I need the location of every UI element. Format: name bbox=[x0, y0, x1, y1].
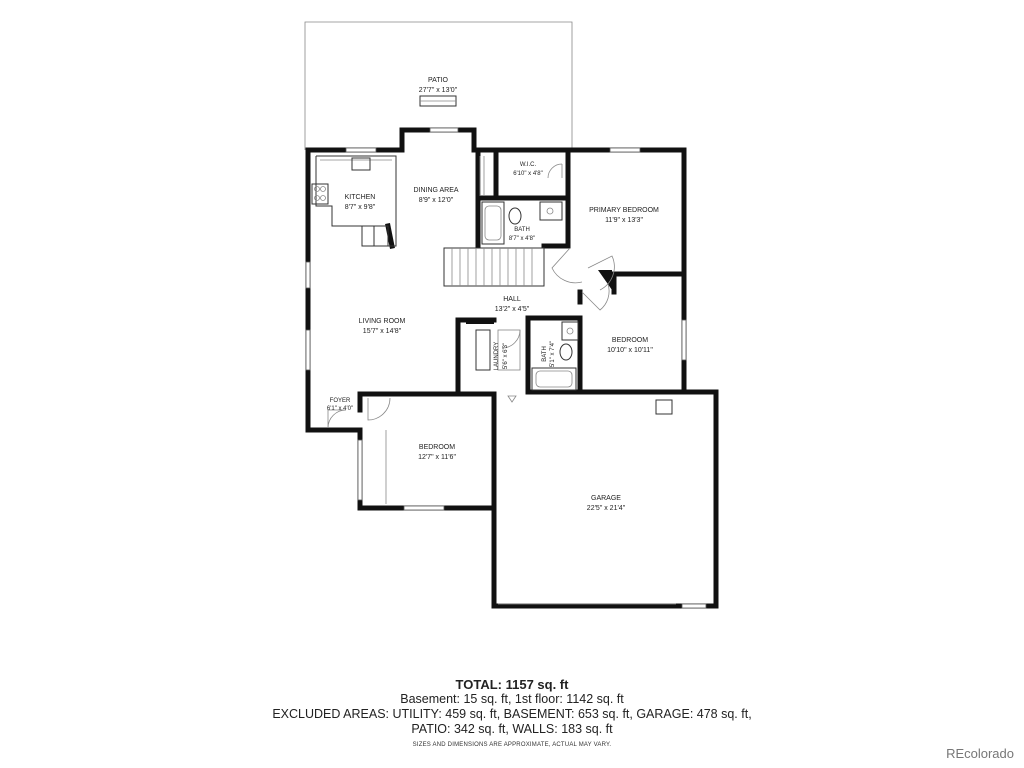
room-name-wic: W.I.C. bbox=[520, 162, 537, 168]
windows bbox=[305, 127, 707, 609]
excluded-areas: EXCLUDED AREAS: UTILITY: 459 sq. ft, BAS… bbox=[272, 707, 752, 721]
stairs bbox=[443, 247, 545, 287]
room-name-kitchen: KITCHEN bbox=[345, 194, 376, 201]
room-dims-primary-bedroom: 11'9" x 13'3" bbox=[605, 217, 643, 224]
room-name-primary-bedroom: PRIMARY BEDROOM bbox=[589, 207, 659, 214]
laundry-fixtures bbox=[475, 329, 521, 371]
room-name-dining: DINING AREA bbox=[413, 187, 458, 194]
room-name-bedroom-right: BEDROOM bbox=[612, 337, 648, 344]
room-labels: PATIO 27'7" x 13'0" KITCHEN 8'7" x 9'8" … bbox=[327, 77, 659, 512]
room-dims-wic: 6'10" x 4'8" bbox=[513, 171, 543, 177]
area-summary: TOTAL: 1157 sq. ft Basement: 15 sq. ft, … bbox=[0, 677, 1024, 737]
room-dims-kitchen: 8'7" x 9'8" bbox=[345, 204, 376, 211]
room-dims-laundry: 5'6" x 6'3" bbox=[503, 343, 509, 369]
room-name-living-room: LIVING ROOM bbox=[359, 318, 406, 325]
total-area: TOTAL: 1157 sq. ft bbox=[455, 677, 569, 692]
upper-bath-fixtures bbox=[479, 156, 563, 245]
room-name-bedroom-lower: BEDROOM bbox=[419, 444, 455, 451]
room-dims-bath-lower: 5'1" x 7'4" bbox=[550, 341, 556, 367]
room-dims-bath-upper: 8'7" x 4'8" bbox=[509, 236, 535, 242]
disclaimer: SIZES AND DIMENSIONS ARE APPROXIMATE, AC… bbox=[412, 742, 612, 748]
room-name-bath-lower: BATH bbox=[542, 346, 548, 362]
room-dims-living-room: 15'7" x 14'8" bbox=[363, 328, 402, 335]
room-name-hall: HALL bbox=[503, 296, 521, 303]
excluded-areas-continued: PATIO: 342 sq. ft, WALLS: 183 sq. ft bbox=[411, 722, 613, 736]
walls bbox=[305, 127, 719, 609]
door-swings bbox=[327, 247, 676, 605]
room-dims-garage: 22'5" x 21'4" bbox=[587, 505, 626, 512]
room-dims-hall: 13'2" x 4'5" bbox=[495, 306, 530, 313]
room-dims-bedroom-lower: 12'7" x 11'6" bbox=[418, 454, 456, 461]
lower-bath-fixtures bbox=[531, 321, 579, 391]
floor-plan: PATIO 27'7" x 13'0" KITCHEN 8'7" x 9'8" … bbox=[304, 21, 719, 609]
room-dims-bedroom-right: 10'10" x 10'11" bbox=[607, 347, 653, 354]
room-name-foyer: FOYER bbox=[330, 398, 351, 404]
room-dims-foyer: 6'1" x 4'0" bbox=[327, 406, 353, 412]
patio-area bbox=[304, 21, 573, 150]
watermark: REcolorado bbox=[946, 746, 1014, 761]
kitchen-fixtures bbox=[311, 155, 397, 247]
room-name-garage: GARAGE bbox=[591, 495, 621, 502]
room-dims-dining: 8'9" x 12'0" bbox=[419, 197, 454, 204]
room-dims-patio: 27'7" x 13'0" bbox=[419, 87, 458, 94]
floor-breakdown: Basement: 15 sq. ft, 1st floor: 1142 sq.… bbox=[400, 692, 624, 706]
room-name-laundry: LAUNDRY bbox=[494, 342, 500, 371]
room-name-bath-upper: BATH bbox=[514, 227, 530, 233]
room-name-patio: PATIO bbox=[428, 77, 449, 84]
